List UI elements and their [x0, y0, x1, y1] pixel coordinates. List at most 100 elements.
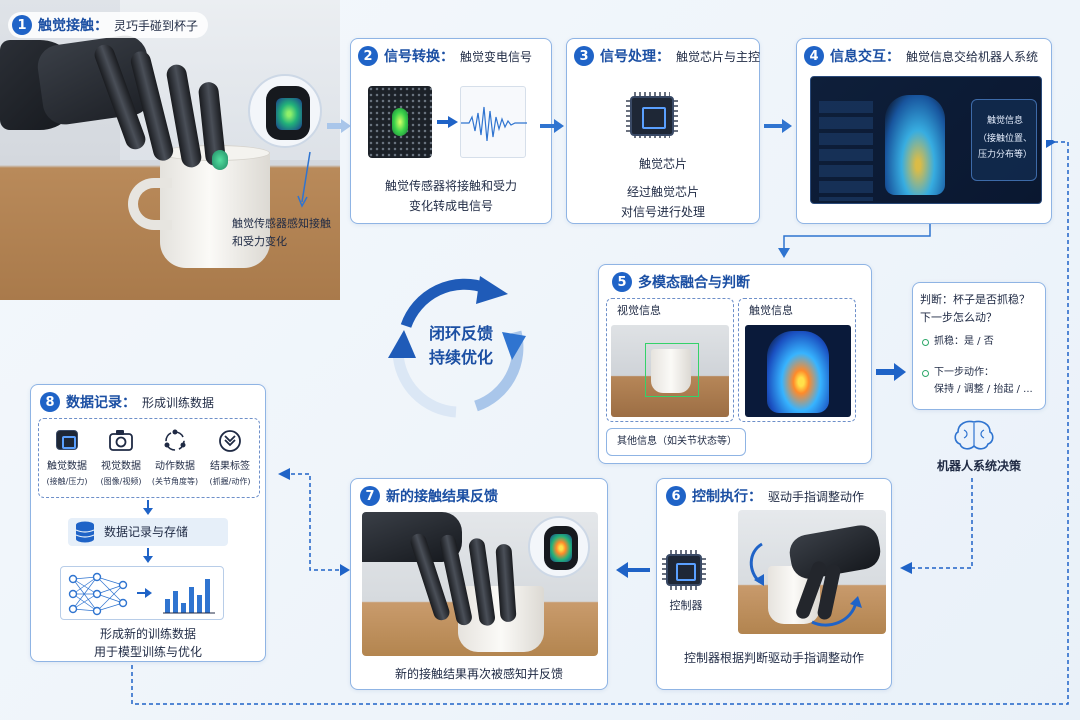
step8-desc-line1: 形成新的训练数据 [99, 627, 196, 641]
step7-desc: 新的接触结果再次被感知并反馈 [394, 667, 563, 681]
arrow-down [143, 500, 153, 515]
cup [160, 150, 270, 268]
step2-desc-line2: 变化转成电信号 [408, 199, 493, 213]
tactile-data-item: 触觉数据 (接触/压力) [40, 424, 94, 496]
chip-icon [56, 430, 78, 450]
rotate-arrow-icon [811, 596, 862, 627]
arrow-3-to-4 [764, 119, 792, 133]
step8-title: 8 数据记录： 形成训练数据 [40, 392, 214, 412]
arrow-down [143, 548, 153, 563]
step4-heading: 信息交互： [830, 49, 900, 65]
tactile-info-label: 触觉信息 [749, 304, 793, 317]
step8-subheading: 形成训练数据 [142, 395, 215, 410]
decision-card [912, 282, 1046, 410]
decision-option3: 保持 / 调整 / 抬起 / ... [934, 384, 1033, 395]
step1-note-line2: 和受力变化 [232, 235, 287, 248]
step3-number: 3 [574, 46, 594, 66]
detection-box [645, 343, 699, 397]
data-item-name: 动作数据 [155, 461, 195, 472]
arrow-right [137, 588, 152, 598]
arrow-4-to-5 [778, 224, 931, 258]
other-info-label: 其他信息（如关节状态等） [617, 436, 737, 447]
camera-icon [109, 430, 133, 451]
step1-photo [0, 0, 340, 300]
step5-title: 5 多模态融合与判断 [612, 272, 750, 292]
step8-desc-line2: 用于模型训练与优化 [93, 645, 202, 659]
loop-line2: 持续优化 [428, 348, 493, 367]
joint-motion-icon [164, 429, 186, 451]
decision-option1: 抓稳：是 / 否 [934, 336, 994, 347]
data-item-name: 视觉数据 [101, 461, 141, 472]
panel-line2: （接触位置、 [977, 134, 1032, 144]
decision-line2: 下一步怎么动？ [920, 311, 997, 324]
step7-title: 7 新的接触结果反馈 [360, 486, 498, 506]
step4-subheading: 触觉信息交给机器人系统 [906, 49, 1039, 64]
step3-title: 3 信号处理： 触觉芯片与主控 [574, 46, 760, 66]
step8-heading: 数据记录： [66, 395, 136, 411]
arrow-sensor-to-signal [437, 116, 458, 128]
brain-icon [954, 420, 994, 450]
storage-label: 数据记录与存储 [104, 525, 189, 539]
step2-subheading: 触觉变电信号 [460, 49, 533, 64]
database-icon [75, 521, 95, 543]
rotate-arrow-icon [749, 542, 764, 586]
arrow-2-to-3 [540, 119, 564, 133]
data-item-detail: (图像/视频) [100, 477, 142, 486]
data-item-detail: (抓握/动作) [209, 477, 251, 486]
step6-number: 6 [666, 486, 686, 506]
step3-desc-line2: 对信号进行处理 [620, 205, 705, 219]
step6-subheading: 驱动手指调整动作 [768, 489, 865, 504]
arrow-6-to-7 [616, 562, 650, 578]
loop-dashed-line [131, 140, 1069, 705]
tactile-chip-icon [630, 96, 674, 136]
check-circle-icon [219, 430, 241, 452]
step7-number: 7 [360, 486, 380, 506]
step4-number: 4 [804, 46, 824, 66]
bar-chart-icon [163, 579, 215, 614]
step7-heading: 新的接触结果反馈 [386, 489, 498, 505]
tactile-info-panel: 触觉信息 （接触位置、 压力分布等） [971, 99, 1037, 181]
bullet-icon [922, 339, 929, 346]
neural-network-icon [68, 572, 128, 616]
bullet-icon [922, 370, 929, 377]
panel-line3: 压力分布等） [977, 150, 1032, 160]
step7-sensor-zoom [528, 516, 590, 578]
step1-title: 1 触觉接触： 灵巧手碰到杯子 [8, 12, 209, 38]
visual-info-box: 视觉信息 [606, 298, 734, 422]
step8-number: 8 [40, 392, 60, 412]
step1-note-line1: 触觉传感器感知接触 [232, 217, 331, 230]
tactile-info-box: 触觉信息 [738, 298, 856, 422]
controller-chip-icon [666, 554, 702, 586]
step1-number: 1 [12, 15, 32, 35]
arrow-5-to-decision [876, 363, 906, 381]
controller-label: 控制器 [669, 599, 703, 612]
visual-photo [611, 325, 729, 417]
step7-hand-photo [362, 512, 598, 656]
step3-subheading: 触觉芯片与主控 [676, 49, 761, 64]
data-item-detail: (关节角度等) [151, 477, 199, 486]
step2-desc-line1: 触觉传感器将接触和受力 [384, 179, 517, 193]
arrow-decision-to-6 [900, 478, 973, 574]
step6-desc: 控制器根据判断驱动手指调整动作 [683, 651, 864, 665]
tactile-heatmap [745, 325, 851, 417]
arrow-7-to-8 [278, 468, 350, 576]
step6-heading: 控制执行： [692, 489, 762, 505]
panel-line1: 触觉信息 [986, 116, 1023, 126]
step3-desc-line1: 经过触觉芯片 [626, 185, 699, 199]
step5-number: 5 [612, 272, 632, 292]
other-info-box: 其他信息（如关节状态等） [606, 428, 746, 456]
sensor-grid-image [368, 86, 432, 158]
feedback-loop-ring [388, 276, 526, 418]
step5-heading: 多模态融合与判断 [638, 275, 750, 291]
fingertip-sensor [212, 150, 228, 170]
step4-title: 4 信息交互： 触觉信息交给机器人系统 [804, 46, 1038, 66]
storage-bar [68, 518, 228, 546]
training-visual [60, 566, 224, 620]
decision-line1: 判断：杯子是否抓稳？ [920, 293, 1030, 306]
result-label-item: 结果标签 (抓握/动作) [202, 424, 258, 496]
step6-title: 6 控制执行： 驱动手指调整动作 [666, 486, 864, 506]
data-item-detail: (接触/压力) [46, 477, 88, 486]
step2-heading: 信号转换： [384, 49, 454, 65]
sensor-zoom [248, 74, 322, 148]
visual-data-item: 视觉数据 (图像/视频) [94, 424, 148, 496]
